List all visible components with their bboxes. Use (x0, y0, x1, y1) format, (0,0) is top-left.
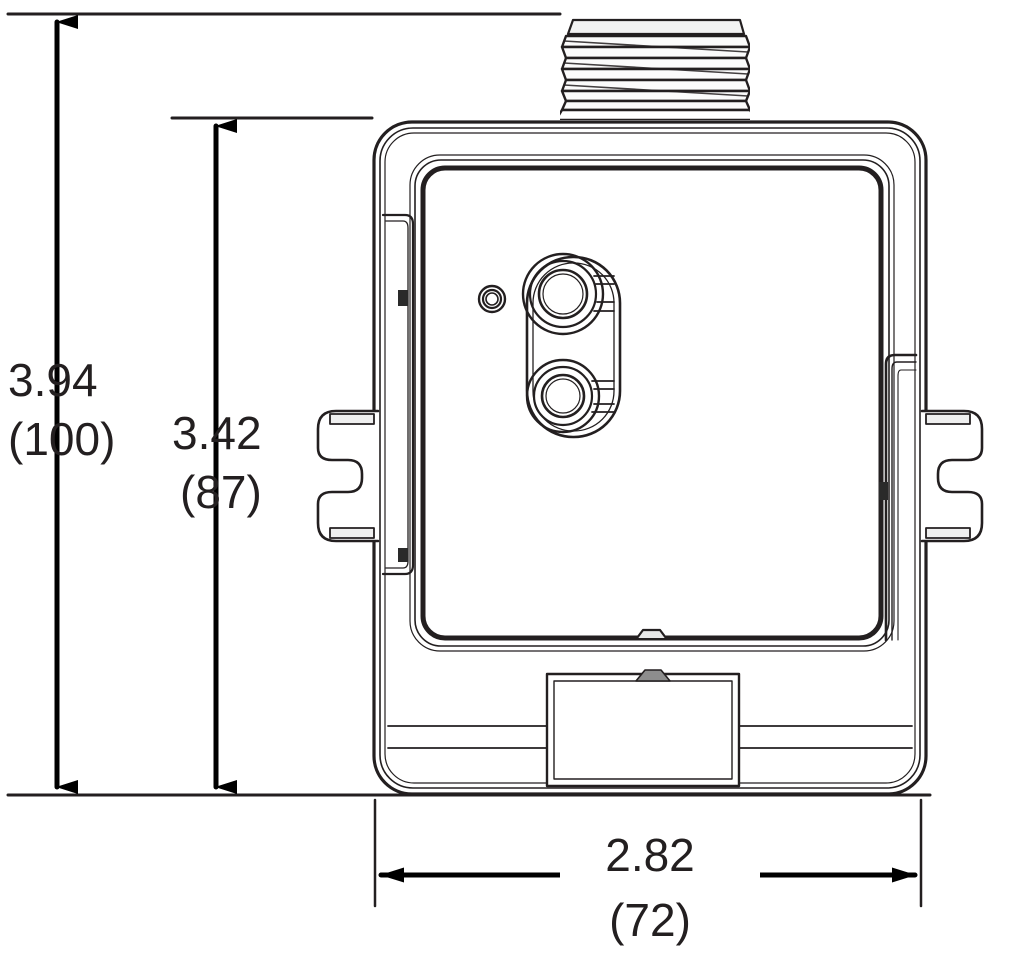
upper-lens (521, 252, 615, 336)
left-bracket-tab-lower (329, 527, 375, 539)
overall-width-value: 2.82 (605, 829, 695, 881)
right-mounting-bracket[interactable] (920, 409, 984, 543)
right-bracket-tab-lower (925, 527, 971, 539)
lower-lens (525, 358, 615, 434)
left-mounting-bracket[interactable] (316, 409, 380, 543)
lower-lens-ring-outer (525, 358, 601, 434)
threaded-conduit-nipple (560, 18, 750, 120)
right-rail-detent (879, 482, 888, 500)
upper-lens-aperture (537, 268, 589, 320)
overall-width-metric: (72) (609, 894, 691, 946)
overall-height-metric: (100) (8, 413, 115, 465)
upper-lens-aperture-inner (542, 273, 584, 315)
faceplate-outline (420, 165, 884, 641)
faceplate-latch-tab (635, 628, 668, 640)
lower-lens-aperture (540, 373, 586, 419)
lower-lens-ring-mid (532, 365, 594, 427)
overall-height-value: 3.94 (8, 354, 98, 406)
label-window-release-tab (635, 669, 671, 682)
left-edge-latch-channel (381, 213, 415, 576)
left-latch-channel-inner (385, 220, 409, 569)
upper-lens-slot-lines (593, 275, 615, 312)
left-bracket-tab-upper (329, 413, 375, 425)
body-height-value: 3.42 (172, 407, 262, 459)
left-latch-detent-lower (398, 548, 408, 562)
led-indicator (477, 284, 507, 314)
lower-lens-aperture-inner (545, 378, 581, 414)
right-rail-inner-2 (897, 369, 917, 641)
nipple-base (560, 108, 750, 120)
outer-body-inner-offset (379, 127, 921, 789)
right-rail-inner (891, 361, 917, 641)
right-bracket-outline (920, 409, 984, 543)
bottom-label-window[interactable] (545, 669, 741, 788)
dimension-text-gap-mask (560, 852, 760, 898)
led-lens (485, 292, 499, 306)
right-rail-outline (884, 353, 918, 642)
left-bracket-outline (316, 409, 380, 543)
lower-lens-slot-lines (591, 380, 615, 413)
left-latch-channel-outline (381, 213, 415, 576)
nipple-collar (566, 18, 746, 36)
label-window-inner (553, 680, 733, 780)
upper-lens-ring-mid (528, 259, 598, 329)
witness-lines (373, 798, 923, 908)
front-faceplate (409, 154, 895, 652)
dimension-labels: 3.94 (100) 3.42 (87) 2.82 (72) (8, 354, 695, 946)
right-bracket-tab-upper (925, 413, 971, 425)
left-latch-detent-upper (398, 290, 408, 306)
right-edge-rail (879, 353, 918, 642)
faceplate-rim-outer-2 (409, 154, 895, 652)
faceplate-rim-outer (414, 159, 890, 647)
upper-lens-ring-outer (521, 252, 605, 336)
dual-lens-sensor-housing (521, 252, 622, 439)
body-height-metric: (87) (180, 466, 262, 518)
